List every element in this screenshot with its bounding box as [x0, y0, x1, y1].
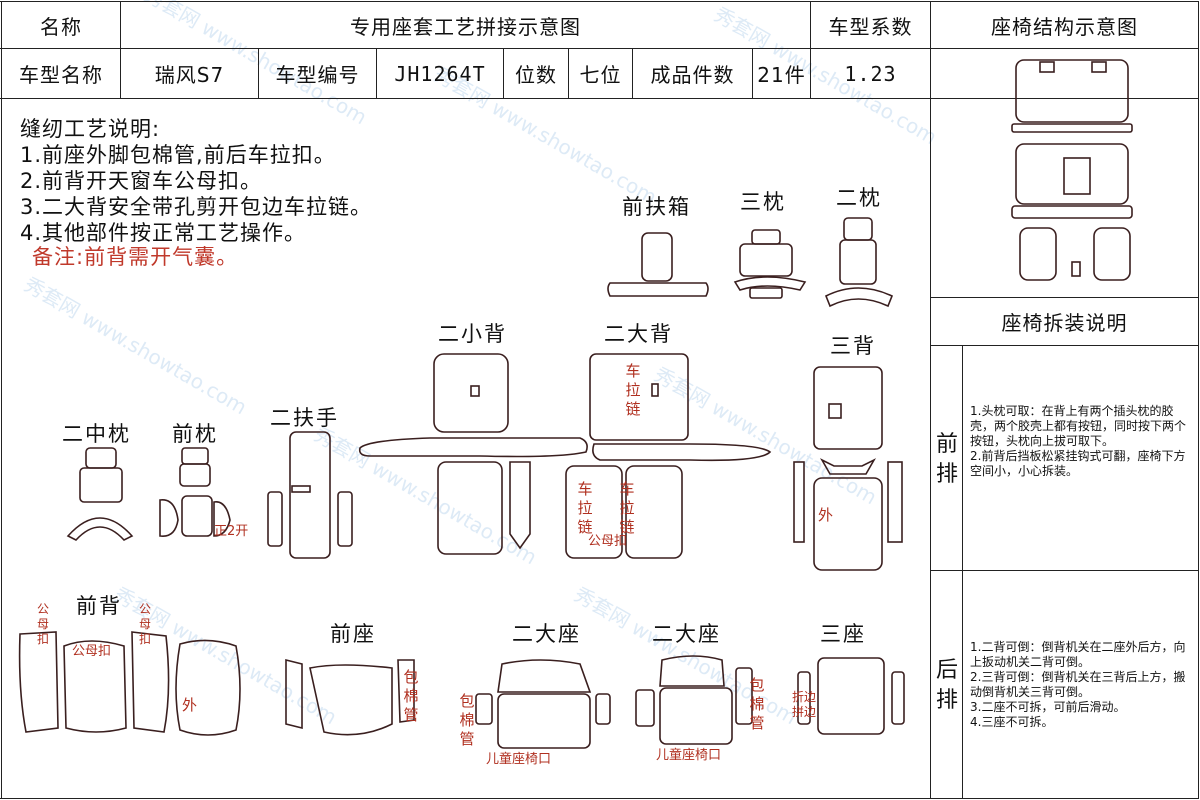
model-name-label: 车型名称 [19, 63, 103, 87]
front-seat-pattern [285, 658, 415, 736]
second-big-back-pattern [565, 353, 772, 559]
third-back-pattern [793, 366, 903, 571]
annotation-zipper: 车拉链 [619, 480, 635, 536]
pieces-value: 21件 [757, 63, 806, 87]
label-second-small-back: 二小背 [438, 322, 507, 346]
note-item: 1.前座外脚包棉管,前后车拉扣。 [20, 143, 336, 167]
second-mid-pillow-pattern [66, 447, 134, 541]
coef-value: 1.23 [844, 61, 897, 86]
label-second-pillow: 二枕 [836, 186, 882, 210]
coef-label: 车型系数 [828, 14, 913, 39]
annotation-male-female: 公母扣 [36, 602, 49, 646]
label-third-pillow: 三枕 [740, 190, 786, 214]
front-row-instructions: 1.头枕可取：在背上有两个插头枕的胶壳，两个胶壳上都有按钮，同时按下两个按钮，头… [970, 404, 1187, 478]
label-third-back: 三背 [830, 334, 876, 358]
label-second-armrest: 二扶手 [270, 406, 339, 430]
annotation-split-open: 正2开 [214, 524, 249, 539]
annotation-cotton-tube: 包棉管 [403, 668, 419, 724]
annotation-cotton-tube: 包棉管 [459, 692, 475, 748]
label-second-mid-pillow: 二中枕 [62, 422, 131, 446]
annotation-cotton-tube: 包棉管 [749, 676, 765, 732]
annotation-child-seat: 儿童座椅口 [656, 748, 722, 763]
front-row-label: 前排 [935, 432, 958, 487]
name-label: 名称 [40, 14, 82, 39]
notes-title: 缝纫工艺说明: [20, 117, 161, 141]
note-item: 2.前背开天窗车公母扣。 [20, 169, 263, 193]
label-second-big-back: 二大背 [604, 322, 673, 346]
model-no-label: 车型编号 [275, 63, 360, 87]
annotation-male-female: 公母扣 [72, 644, 112, 659]
annotation-male-female: 公母扣 [588, 534, 628, 549]
rear-row-label: 后排 [935, 658, 958, 713]
model-no: JH1264T [394, 61, 486, 86]
front-armbox-pattern [607, 232, 709, 297]
third-pillow-pattern [733, 229, 807, 299]
annotation-zipper: 车拉链 [577, 480, 593, 536]
second-pillow-pattern [824, 217, 894, 308]
seats-value: 七位 [579, 63, 622, 87]
second-big-seat-a-pattern [475, 659, 611, 749]
label-front-back: 前背 [76, 594, 122, 618]
annotation-outer: 外 [182, 696, 198, 714]
note-item: 3.二大背安全带孔剪开包边车拉链。 [20, 195, 373, 219]
seats-label: 位数 [515, 63, 557, 87]
annotation-male-female: 公母扣 [138, 602, 151, 646]
second-small-back-pattern [358, 353, 588, 555]
second-armrest-pattern [267, 431, 353, 559]
pieces-label: 成品件数 [650, 63, 735, 87]
annotation-outer: 外 [818, 506, 834, 524]
pattern-pieces [18, 217, 905, 749]
annotation-zipper: 车拉链 [625, 362, 641, 418]
page-title: 专用座套工艺拼接示意图 [350, 14, 581, 39]
front-pillow-pattern [159, 447, 231, 537]
label-front-armbox: 前扶箱 [622, 195, 691, 219]
label-front-pillow: 前枕 [172, 422, 218, 446]
annotation-fold-edge: 折边拼边 [792, 690, 817, 719]
note-item: 4.其他部件按正常工艺操作。 [20, 221, 307, 245]
model-name: 瑞风S7 [154, 63, 225, 87]
label-third-seat: 三座 [820, 622, 866, 646]
label-second-big-seat-b: 二大座 [652, 622, 721, 646]
disassembly-title: 座椅拆装说明 [1001, 311, 1128, 335]
label-second-big-seat-a: 二大座 [512, 622, 581, 646]
notes-remark: 备注:前背需开气囊。 [32, 245, 239, 269]
front-back-pattern [18, 631, 241, 736]
rear-row-instructions: 1.二背可倒：倒背机关在二座外后方，向上扳动机关二背可倒。 2.三背可倒：倒背机… [970, 640, 1186, 729]
label-front-seat: 前座 [330, 622, 376, 646]
structure-title: 座椅结构示意图 [991, 14, 1138, 39]
annotation-child-seat: 儿童座椅口 [486, 752, 552, 767]
second-big-seat-b-pattern [635, 655, 753, 745]
third-seat-pattern [797, 657, 905, 735]
